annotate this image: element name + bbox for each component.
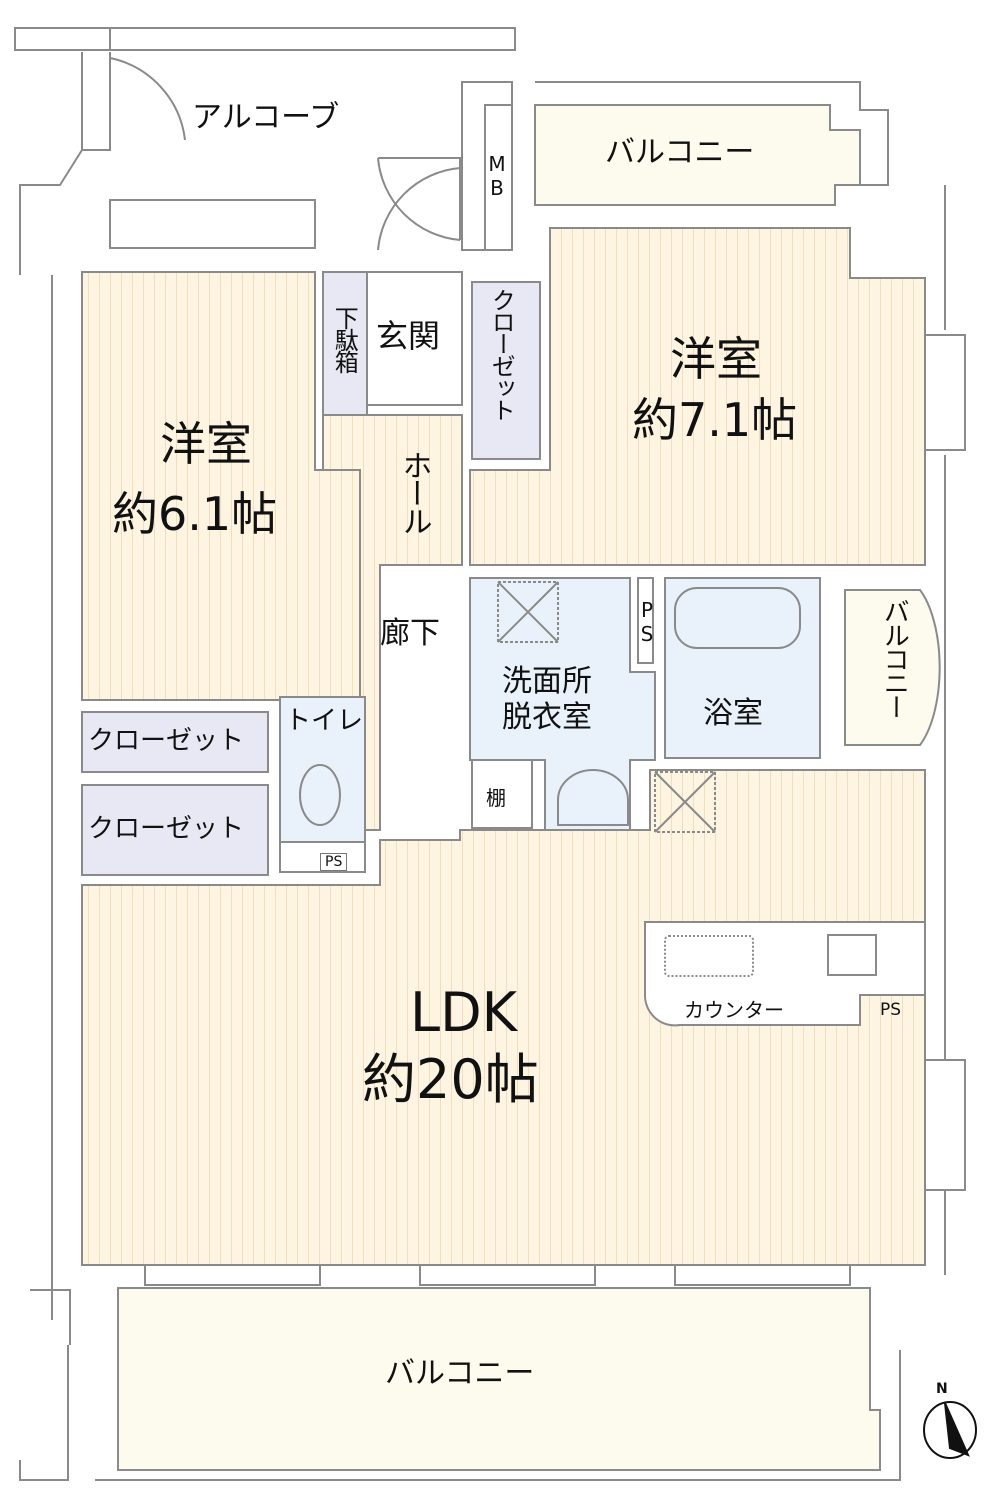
closet-2-label: クローゼット [88, 814, 245, 844]
compass-icon [923, 1401, 977, 1459]
counter-label: カウンター [684, 998, 784, 1022]
hall-label: ホール [396, 450, 432, 534]
ps-wash-label: PS [635, 598, 659, 646]
western-room-right-size: 約7.1帖 [632, 393, 798, 447]
western-room-left-size: 約6.1帖 [112, 487, 278, 541]
balcony-top-label: バルコニー [605, 135, 755, 170]
western-room-left-name: 洋室 [160, 417, 252, 471]
washroom-line2: 脱衣室 [502, 700, 592, 735]
balcony-side-label: バルコニー [879, 598, 910, 718]
closet-entry-label: クローゼット [487, 288, 516, 420]
corridor-label: 廊下 [380, 616, 440, 651]
balcony-bottom-label: バルコニー [385, 1356, 535, 1391]
mb-label: MB [485, 152, 509, 200]
washroom-line1: 洗面所 [502, 664, 592, 699]
ldk-name: LDK [410, 981, 518, 1044]
alcove-label: アルコーブ [192, 100, 340, 135]
ldk-size: 約20帖 [362, 1048, 539, 1111]
ps-toilet-label: PS [320, 853, 348, 871]
ps-kitchen-label: PS [880, 1000, 902, 1020]
closet-1-label: クローゼット [88, 726, 245, 756]
toilet-label: トイレ [285, 706, 364, 736]
bathroom-label: 浴室 [703, 696, 763, 731]
compass-north-label: N [936, 1381, 948, 1397]
western-room-right-name: 洋室 [670, 332, 762, 386]
shelf-label: 棚 [486, 786, 506, 810]
entrance-label: 玄関 [376, 317, 441, 355]
shoe-box-label: 下駄箱 [330, 306, 359, 372]
